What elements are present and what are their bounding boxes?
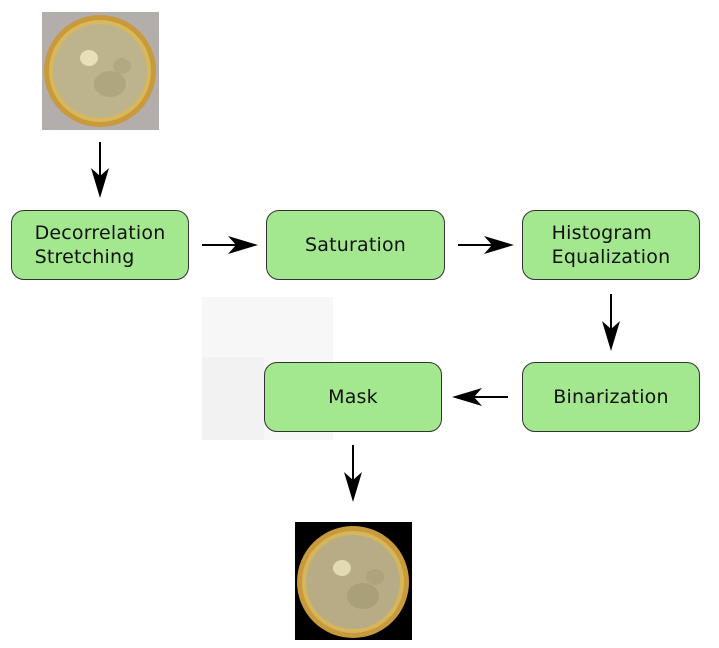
input-image <box>42 12 159 130</box>
arrow-mask-to-output <box>344 445 362 502</box>
node-mask: Mask <box>264 362 442 432</box>
arrow-decorrelation-to-saturation <box>202 236 258 254</box>
arrow-histogram-to-binarization <box>602 294 620 351</box>
node-histogram-equalization: Histogram Equalization <box>522 210 700 280</box>
arrow-saturation-to-histogram <box>458 236 514 254</box>
output-image <box>295 522 412 640</box>
node-label: Histogram Equalization <box>551 222 671 268</box>
node-label: Mask <box>328 386 378 408</box>
node-label: Binarization <box>553 386 669 408</box>
node-binarization: Binarization <box>522 362 700 432</box>
node-label: Saturation <box>304 234 407 256</box>
arrow-binarization-to-mask <box>452 388 508 406</box>
node-saturation: Saturation <box>266 210 445 280</box>
background-panel-lower <box>202 357 264 440</box>
node-decorrelation-stretching: Decorrelation Stretching <box>11 210 189 280</box>
arrow-input-to-decorrelation <box>91 142 109 198</box>
node-label: Decorrelation Stretching <box>34 222 166 268</box>
